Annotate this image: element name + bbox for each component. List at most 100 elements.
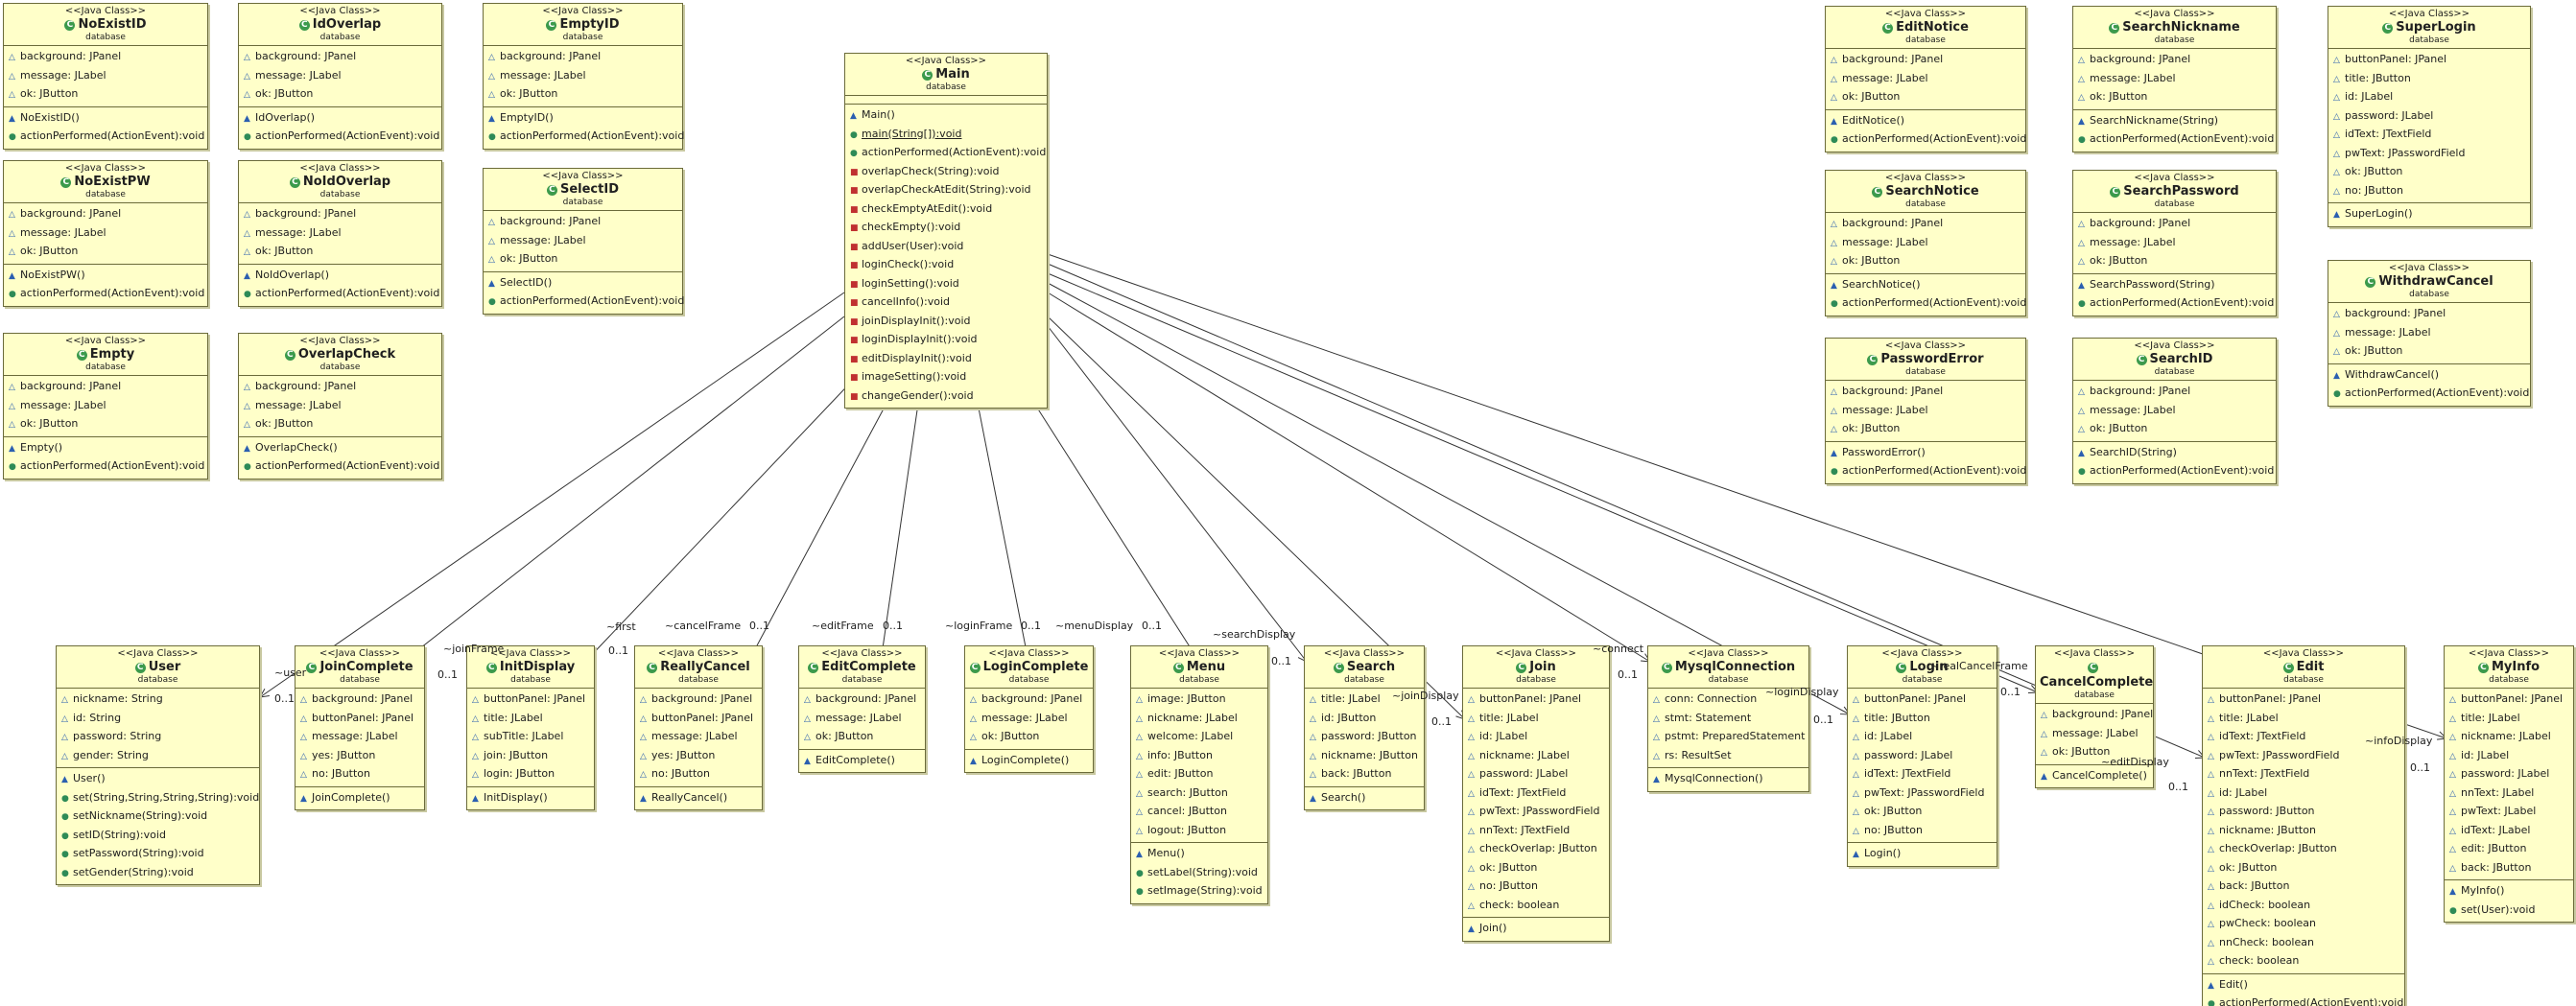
class-fields: △background: JPanel△message: JLabel△ok: … xyxy=(2328,303,2530,363)
field-row: △message: JLabel xyxy=(2328,324,2530,343)
field-row: △password: JLabel xyxy=(2328,107,2530,127)
association-role-label: ~realCancelFrame xyxy=(1930,660,2028,672)
method-row: ▲Edit() xyxy=(2203,976,2404,995)
method-text: set(String,String,String,String):void xyxy=(73,790,260,804)
field-visibility-icon: △ xyxy=(1831,238,1837,248)
method-visibility-icon: ● xyxy=(2078,135,2086,145)
method-visibility-icon: ● xyxy=(1136,868,1144,878)
association-user[interactable] xyxy=(259,292,845,698)
field-row: △background: JPanel xyxy=(295,690,424,710)
class-fields: △background: JPanel△message: JLabel△ok: … xyxy=(4,203,207,264)
association-role-label: ~loginDisplay xyxy=(1765,686,1839,698)
class-stereotype: <<Java Class>> xyxy=(1884,9,1967,19)
field-row: △buttonPanel: JPanel xyxy=(295,710,424,729)
class-methods: ▲JoinComplete() xyxy=(295,785,424,810)
method-row: ●actionPerformed(ActionEvent):void xyxy=(484,128,684,147)
association-search[interactable] xyxy=(1047,325,1308,663)
method-row: ▲InitDisplay() xyxy=(467,789,594,808)
field-text: ok: JButton xyxy=(2219,860,2278,874)
method-row: ▲MysqlConnection() xyxy=(1648,770,1808,789)
class-fields: △background: JPanel△message: JLabel△ok: … xyxy=(1826,381,2025,441)
field-text: background: JPanel xyxy=(2090,217,2191,229)
field-text: idText: JTextField xyxy=(2219,730,2306,742)
association-initdisplay[interactable] xyxy=(584,373,860,663)
method-text: Empty() xyxy=(20,440,63,454)
field-row: △background: JPanel xyxy=(239,378,441,397)
field-text: ok: JButton xyxy=(1842,90,1901,103)
field-visibility-icon: △ xyxy=(1468,826,1475,836)
association-joincomplete[interactable] xyxy=(402,316,845,663)
method-row: ●setID(String):void xyxy=(57,827,259,846)
field-text: message: JLabel xyxy=(815,711,902,724)
field-text: message: JLabel xyxy=(255,398,342,411)
field-text: nickname: JLabel xyxy=(1479,748,1570,761)
field-text: message: JLabel xyxy=(2090,235,2176,248)
field-visibility-icon: △ xyxy=(2449,826,2456,836)
field-visibility-icon: △ xyxy=(472,714,479,724)
method-visibility-icon: ● xyxy=(488,297,496,307)
field-visibility-icon: △ xyxy=(1853,807,1859,817)
class-icon: C xyxy=(922,70,934,81)
field-visibility-icon: △ xyxy=(1468,751,1475,761)
association-mysqlconnection[interactable] xyxy=(1047,292,1651,663)
field-visibility-icon: △ xyxy=(1853,751,1859,761)
method-row: ▲JoinComplete() xyxy=(295,789,424,808)
field-visibility-icon: △ xyxy=(1310,751,1316,761)
class-stereotype: <<Java Class>> xyxy=(657,648,740,659)
class-fields: △background: JPanel△message: JLabel△ok: … xyxy=(4,376,207,436)
field-visibility-icon: △ xyxy=(2333,130,2340,140)
field-visibility-icon: △ xyxy=(1831,74,1837,84)
field-visibility-icon: △ xyxy=(472,695,479,705)
method-visibility-icon: ● xyxy=(850,129,858,140)
method-visibility-icon: ■ xyxy=(850,242,859,252)
class-icon: C xyxy=(2088,663,2098,673)
class-fields: △buttonPanel: JPanel△title: JLabel△id: J… xyxy=(1463,689,1609,917)
method-text: setLabel(String):void xyxy=(1147,865,1258,878)
class-package: database xyxy=(926,82,966,92)
method-row: ■addUser(User):void xyxy=(845,238,1047,257)
method-row: ▲SelectID() xyxy=(484,274,682,293)
field-row: △ok: JButton xyxy=(2328,163,2530,182)
field-text: ok: JButton xyxy=(2345,344,2403,357)
method-row: ●setPassword(String):void xyxy=(57,845,259,864)
method-text: SearchNickname(String) xyxy=(2090,113,2219,127)
field-text: nnText: JTextField xyxy=(2219,767,2310,780)
field-visibility-icon: △ xyxy=(2333,328,2340,339)
field-visibility-icon: △ xyxy=(640,695,647,705)
